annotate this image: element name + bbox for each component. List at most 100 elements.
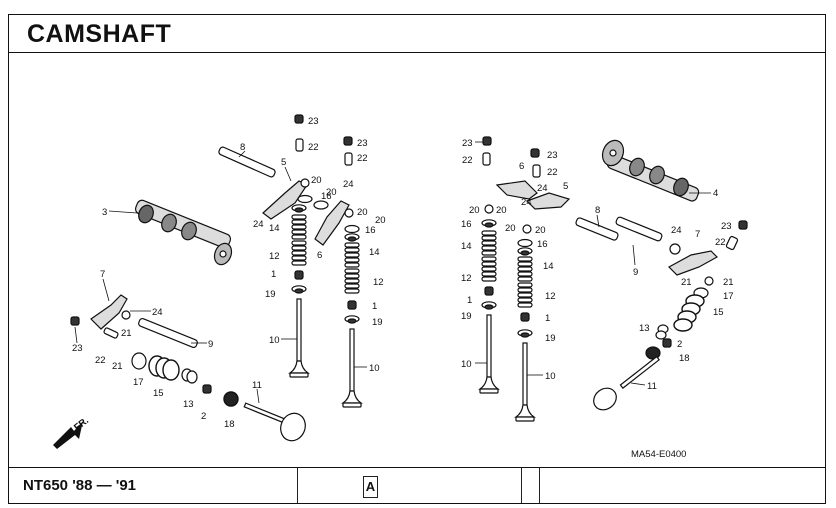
valve-lower-left (243, 402, 306, 442)
svg-text:14: 14 (543, 261, 554, 272)
svg-text:13: 13 (639, 323, 650, 334)
footer-divider-1 (297, 468, 298, 503)
section-letter-box: A (363, 476, 378, 498)
svg-text:19: 19 (461, 311, 472, 322)
svg-text:12: 12 (545, 291, 556, 302)
svg-text:20: 20 (535, 225, 546, 236)
svg-text:19: 19 (265, 289, 276, 300)
rocker-arm-rear-right (495, 180, 571, 210)
svg-text:24: 24 (671, 225, 682, 236)
svg-text:8: 8 (240, 142, 245, 153)
svg-text:6: 6 (317, 250, 322, 261)
svg-text:10: 10 (545, 371, 556, 382)
svg-text:4: 4 (713, 188, 718, 199)
svg-text:13: 13 (183, 399, 194, 410)
svg-text:10: 10 (369, 363, 380, 374)
svg-text:20: 20 (311, 175, 322, 186)
svg-text:17: 17 (723, 291, 734, 302)
svg-text:3: 3 (102, 207, 107, 218)
svg-text:20: 20 (469, 205, 480, 216)
rocker-arm-rear-left-2 (314, 200, 350, 246)
svg-text:7: 7 (100, 269, 105, 280)
svg-text:21: 21 (723, 277, 734, 288)
svg-text:16: 16 (365, 225, 376, 236)
svg-text:16: 16 (537, 239, 548, 250)
svg-text:10: 10 (269, 335, 280, 346)
rocker-shaft-upper (218, 146, 276, 178)
valve-spring-front-right (673, 294, 705, 332)
footer-divider-2 (521, 468, 522, 503)
parts-diagram-sheet: CAMSHAFT (8, 14, 826, 504)
svg-text:12: 12 (373, 277, 384, 288)
svg-text:22: 22 (462, 155, 473, 166)
svg-text:1: 1 (372, 301, 377, 312)
svg-text:23: 23 (462, 138, 473, 149)
svg-text:14: 14 (369, 247, 380, 258)
svg-text:22: 22 (547, 167, 558, 178)
footer-bar: NT650 '88 — '91 A (9, 467, 825, 503)
svg-text:8: 8 (595, 205, 600, 216)
svg-text:10: 10 (461, 359, 472, 370)
svg-text:18: 18 (224, 419, 235, 430)
svg-text:21: 21 (112, 361, 123, 372)
svg-text:19: 19 (372, 317, 383, 328)
svg-text:22: 22 (95, 355, 106, 366)
rocker-shaft-lower-left (138, 317, 198, 349)
svg-text:14: 14 (461, 241, 472, 252)
svg-text:5: 5 (281, 157, 286, 168)
rocker-arm-front-right (668, 250, 718, 276)
svg-text:19: 19 (545, 333, 556, 344)
svg-text:21: 21 (121, 328, 132, 339)
footer-divider-3 (539, 468, 540, 503)
svg-text:23: 23 (72, 343, 83, 354)
svg-text:20: 20 (496, 205, 507, 216)
svg-text:24: 24 (521, 197, 532, 208)
svg-text:23: 23 (308, 116, 319, 127)
svg-text:24: 24 (152, 307, 163, 318)
svg-text:14: 14 (269, 223, 280, 234)
diagram-area: 3 8 7 9 23 22 (9, 53, 825, 471)
front-direction-arrow: FR. (53, 415, 91, 449)
svg-text:1: 1 (467, 295, 472, 306)
svg-text:11: 11 (647, 381, 657, 392)
svg-text:24: 24 (343, 179, 354, 190)
svg-text:20: 20 (505, 223, 516, 234)
svg-text:16: 16 (461, 219, 472, 230)
model-label: NT650 '88 — '91 (23, 477, 137, 494)
svg-text:9: 9 (208, 339, 213, 350)
svg-text:22: 22 (715, 237, 726, 248)
svg-text:21: 21 (681, 277, 692, 288)
exploded-view-diagram: 3 8 7 9 23 22 (53, 114, 748, 460)
page-title: CAMSHAFT (27, 20, 172, 48)
rocker-shaft-right (575, 216, 663, 242)
svg-text:6: 6 (519, 161, 524, 172)
svg-text:18: 18 (679, 353, 690, 364)
svg-text:20: 20 (326, 187, 337, 198)
svg-text:7: 7 (695, 229, 700, 240)
svg-text:2: 2 (201, 411, 206, 422)
camshaft-left (134, 199, 233, 266)
camshaft-right (601, 139, 700, 202)
svg-text:5: 5 (563, 181, 568, 192)
title-bar: CAMSHAFT (9, 15, 825, 53)
svg-text:24: 24 (253, 219, 264, 230)
svg-text:12: 12 (461, 273, 472, 284)
drawing-code: MA54-E0400 (631, 449, 686, 460)
svg-text:24: 24 (537, 183, 548, 194)
svg-text:12: 12 (269, 251, 280, 262)
svg-text:23: 23 (721, 221, 732, 232)
svg-text:22: 22 (357, 153, 368, 164)
svg-text:1: 1 (545, 313, 550, 324)
svg-text:23: 23 (357, 138, 368, 149)
valve-front-right (593, 355, 660, 411)
svg-text:2: 2 (677, 339, 682, 350)
valve-spring-lower-left (148, 355, 180, 381)
svg-text:9: 9 (633, 267, 638, 278)
svg-text:1: 1 (271, 269, 276, 280)
svg-text:11: 11 (252, 380, 262, 391)
svg-text:22: 22 (308, 142, 319, 153)
svg-text:20: 20 (375, 215, 386, 226)
svg-text:20: 20 (357, 207, 368, 218)
rocker-arm-lower-left (90, 294, 128, 330)
svg-text:15: 15 (713, 307, 724, 318)
